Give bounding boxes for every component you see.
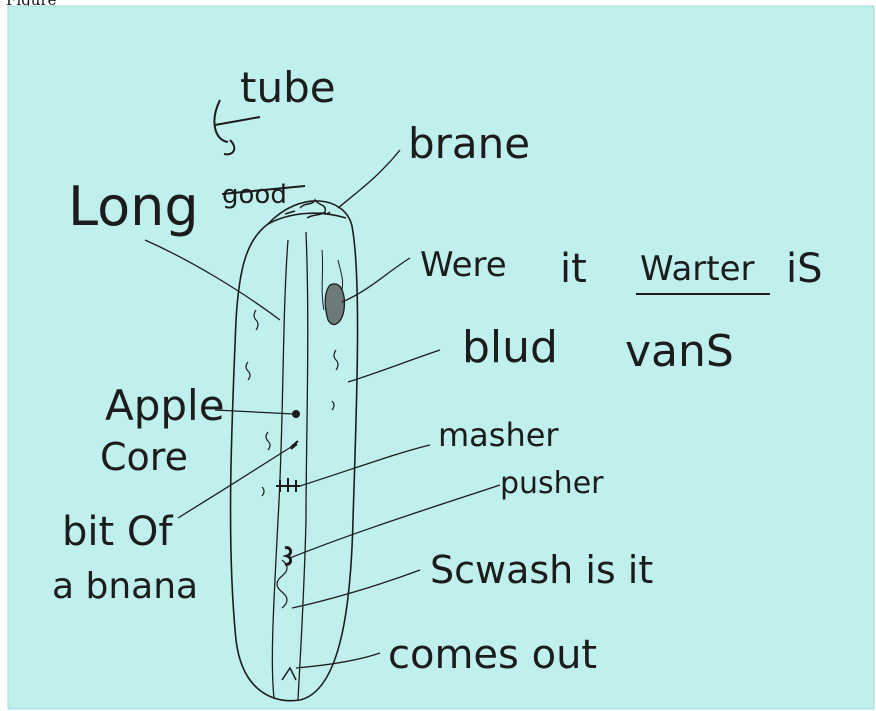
label-core: Core <box>100 435 188 479</box>
label-scwash: Scwash is it <box>430 548 653 592</box>
label-vans: vanS <box>625 326 734 377</box>
label-it-1: it <box>560 246 587 292</box>
label-tube: tube <box>240 63 336 112</box>
label-masher: masher <box>438 416 559 454</box>
label-blud: blud <box>462 322 558 373</box>
label-is-1: iS <box>786 246 823 292</box>
label-pusher: pusher <box>500 466 604 501</box>
label-long: Long <box>68 175 199 238</box>
label-warter: Warter <box>640 249 755 289</box>
label-where: Were <box>420 245 507 285</box>
label-long-crossed: good <box>222 180 287 210</box>
label-a-bnana: a bnana <box>52 566 198 607</box>
label-comes-out: comes out <box>388 632 597 678</box>
label-brane: brane <box>408 119 530 168</box>
masher-mark <box>276 478 300 492</box>
label-bit-of: bit Of <box>62 509 173 555</box>
label-apple: Apple <box>105 381 225 430</box>
water-patch <box>325 284 344 325</box>
